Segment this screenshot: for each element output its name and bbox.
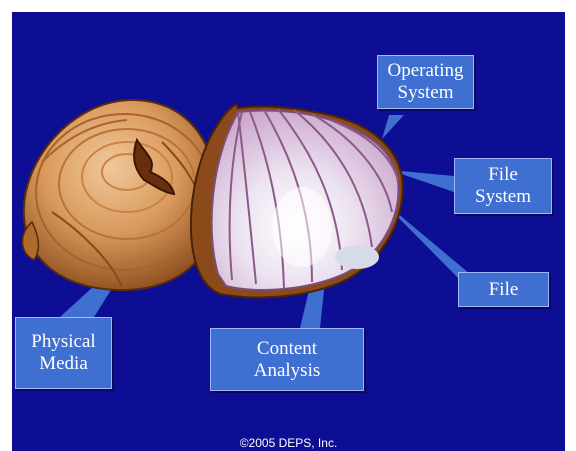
operating-system-callout: Operating System [377,55,474,109]
content-analysis-label-line1: Content [257,338,317,360]
file-system-label-line2: System [475,186,531,208]
cut-onion-half-icon [191,104,403,298]
operating-system-label-line1: Operating [388,60,464,82]
physical-media-label-line2: Media [39,353,88,375]
operating-system-label-line2: System [398,82,454,104]
operating-system-pointer [382,115,404,139]
file-callout: File [458,272,549,307]
file-system-label-line1: File [488,164,518,186]
content-analysis-callout: Content Analysis [210,328,364,391]
file-system-callout: File System [454,158,552,214]
content-analysis-label-line2: Analysis [254,360,321,382]
physical-media-label-line1: Physical [31,331,95,353]
file-label: File [489,279,519,301]
whole-onion-icon [23,100,218,290]
slide-canvas: Operating System File System File Physic… [12,12,565,451]
copyright-footer: ©2005 DEPS, Inc. [12,436,565,450]
physical-media-callout: Physical Media [15,317,112,389]
